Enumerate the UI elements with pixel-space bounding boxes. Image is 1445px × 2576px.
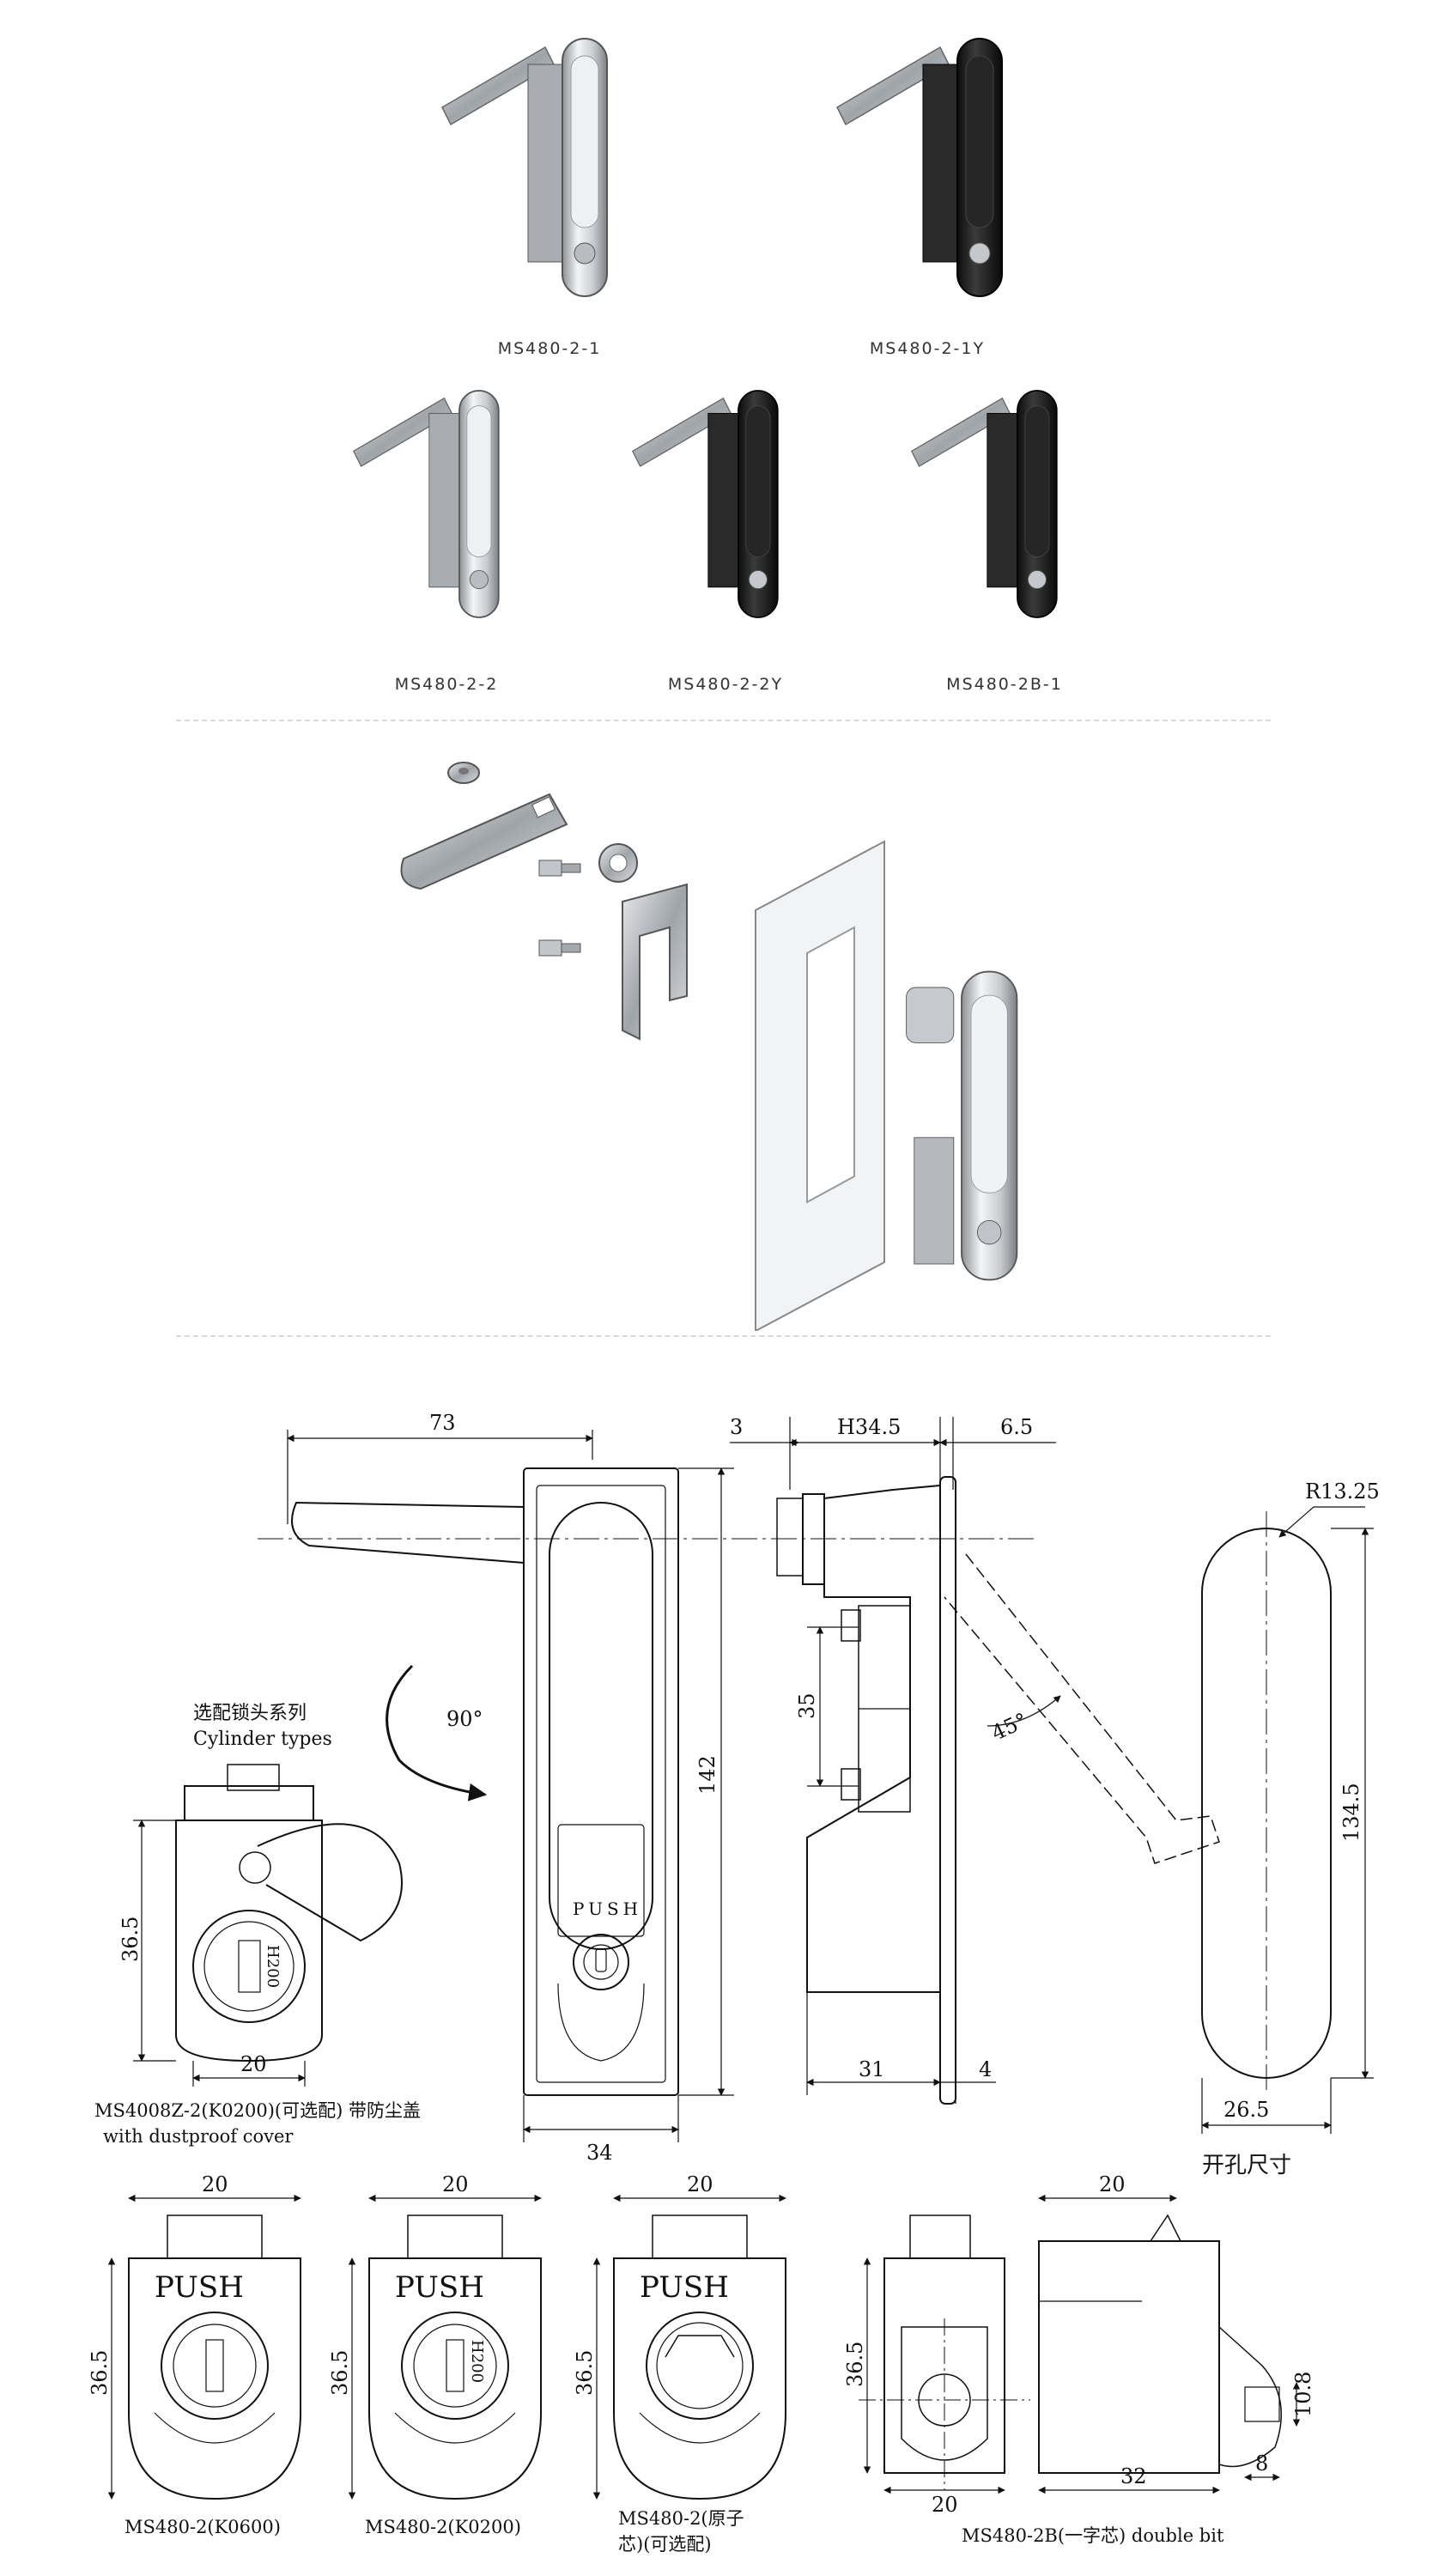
dim-w: 20 bbox=[687, 2172, 713, 2196]
nut-part bbox=[598, 843, 638, 883]
cam-arm-part bbox=[400, 793, 568, 890]
cylinder-caption: 芯)(可选配) bbox=[618, 2534, 712, 2555]
latch-body-part bbox=[906, 970, 1018, 1281]
cylinder-title-cn: 选配锁头系列 bbox=[193, 1703, 307, 1724]
cylinder-caption: MS480-2(K0200) bbox=[365, 2517, 521, 2537]
dim-35: 35 bbox=[795, 1692, 819, 1719]
product-label: MS480-2-1 bbox=[497, 339, 602, 358]
product-label: MS480-2-2Y bbox=[667, 675, 784, 694]
photo-ms480-2-2y bbox=[631, 390, 779, 618]
screw-part bbox=[538, 860, 581, 877]
cylinder-caption-en: with dustproof cover bbox=[103, 2126, 294, 2147]
push-label: PUSH bbox=[395, 2270, 484, 2305]
photo-ms480-2-1 bbox=[441, 38, 608, 297]
product-label: MS480-2-2 bbox=[394, 675, 499, 694]
cutout-width: 26.5 bbox=[1223, 2098, 1269, 2122]
cylinder-double-bit: 36.5 20 20 32 10.8 8 MS480-2B(一字芯) doubl… bbox=[843, 2172, 1315, 2546]
bracket-part bbox=[622, 883, 688, 1041]
dim-w2: 20 bbox=[1099, 2172, 1126, 2196]
exploded-view bbox=[400, 762, 1018, 1331]
dim-w: 20 bbox=[202, 2172, 228, 2196]
dim-34: 34 bbox=[586, 2141, 613, 2165]
cutout-height: 134.5 bbox=[1339, 1783, 1363, 1842]
dim-20: 20 bbox=[240, 2052, 267, 2076]
cylinder-caption: MS480-2B(一字芯) double bit bbox=[962, 2525, 1224, 2546]
dim-36-5: 36.5 bbox=[118, 1917, 143, 1962]
section-divider bbox=[176, 720, 1271, 721]
cutout-label: 开孔尺寸 bbox=[1202, 2153, 1291, 2178]
angle-45: 45° bbox=[988, 1708, 1031, 1745]
panel-part bbox=[755, 840, 885, 1331]
cylinder-key-code: H200 bbox=[264, 1945, 282, 1988]
side-view: 3 H34.5 6.5 35 45° bbox=[730, 1415, 1220, 2105]
cylinder-caption-cn: MS4008Z-2(K0200)(可选配) 带防尘盖 bbox=[94, 2100, 421, 2121]
section-divider bbox=[176, 1335, 1271, 1337]
dim-3: 3 bbox=[730, 1415, 743, 1439]
photo-ms480-2b-1 bbox=[910, 390, 1058, 618]
photo-ms480-2-1y bbox=[836, 38, 1003, 297]
cutout-radius: R13.25 bbox=[1305, 1479, 1380, 1504]
front-view: 73 PUSH 142 34 90° bbox=[258, 1411, 1039, 2165]
product-label: MS480-2-1Y bbox=[869, 339, 986, 358]
front-push-text: PUSH bbox=[573, 1899, 642, 1919]
rotation-angle: 90° bbox=[446, 1707, 483, 1731]
dim-31: 31 bbox=[859, 2057, 885, 2081]
dim-h: 36.5 bbox=[88, 2350, 112, 2396]
dim-6-5: 6.5 bbox=[1000, 1415, 1033, 1439]
screw-part bbox=[538, 939, 581, 957]
cylinder-title-en: Cylinder types bbox=[193, 1728, 332, 1750]
dim-142: 142 bbox=[695, 1755, 719, 1795]
dim-32: 32 bbox=[1120, 2464, 1147, 2488]
dim-h345: H34.5 bbox=[837, 1415, 901, 1439]
cylinder-caption: MS480-2(K0600) bbox=[124, 2517, 281, 2537]
photo-ms480-2-2 bbox=[352, 390, 500, 618]
dim-h: 36.5 bbox=[843, 2342, 867, 2387]
key-code: H200 bbox=[468, 2340, 486, 2383]
washer-part bbox=[447, 762, 480, 784]
dim-w1: 20 bbox=[932, 2493, 958, 2517]
dim-h: 36.5 bbox=[573, 2350, 597, 2396]
dim-73: 73 bbox=[429, 1411, 456, 1435]
push-label: PUSH bbox=[155, 2270, 244, 2305]
dim-8: 8 bbox=[1255, 2451, 1268, 2476]
dim-4: 4 bbox=[979, 2057, 992, 2081]
cylinder-dust-cover: 选配锁头系列 Cylinder types H200 36.5 20 MS400… bbox=[94, 1703, 421, 2147]
technical-drawing: 73 PUSH 142 34 90° bbox=[88, 1411, 1380, 2555]
product-photos bbox=[352, 38, 1058, 618]
cylinder-k0200: PUSH H200 20 36.5 MS480-2(K0200) bbox=[328, 2172, 542, 2537]
dim-w: 20 bbox=[442, 2172, 469, 2196]
cylinder-k0600: PUSH 20 36.5 MS480-2(K0600) bbox=[88, 2172, 301, 2537]
cylinder-caption: MS480-2(原子 bbox=[618, 2508, 744, 2529]
dim-h: 36.5 bbox=[328, 2350, 352, 2396]
cylinder-atomic: PUSH 20 36.5 MS480-2(原子 芯)(可选配) bbox=[573, 2172, 786, 2555]
cutout-view: R13.25 134.5 26.5 开孔尺寸 bbox=[1201, 1479, 1380, 2178]
product-label: MS480-2B-1 bbox=[946, 675, 1063, 694]
push-label: PUSH bbox=[640, 2270, 729, 2305]
dim-10-8: 10.8 bbox=[1291, 2372, 1315, 2417]
